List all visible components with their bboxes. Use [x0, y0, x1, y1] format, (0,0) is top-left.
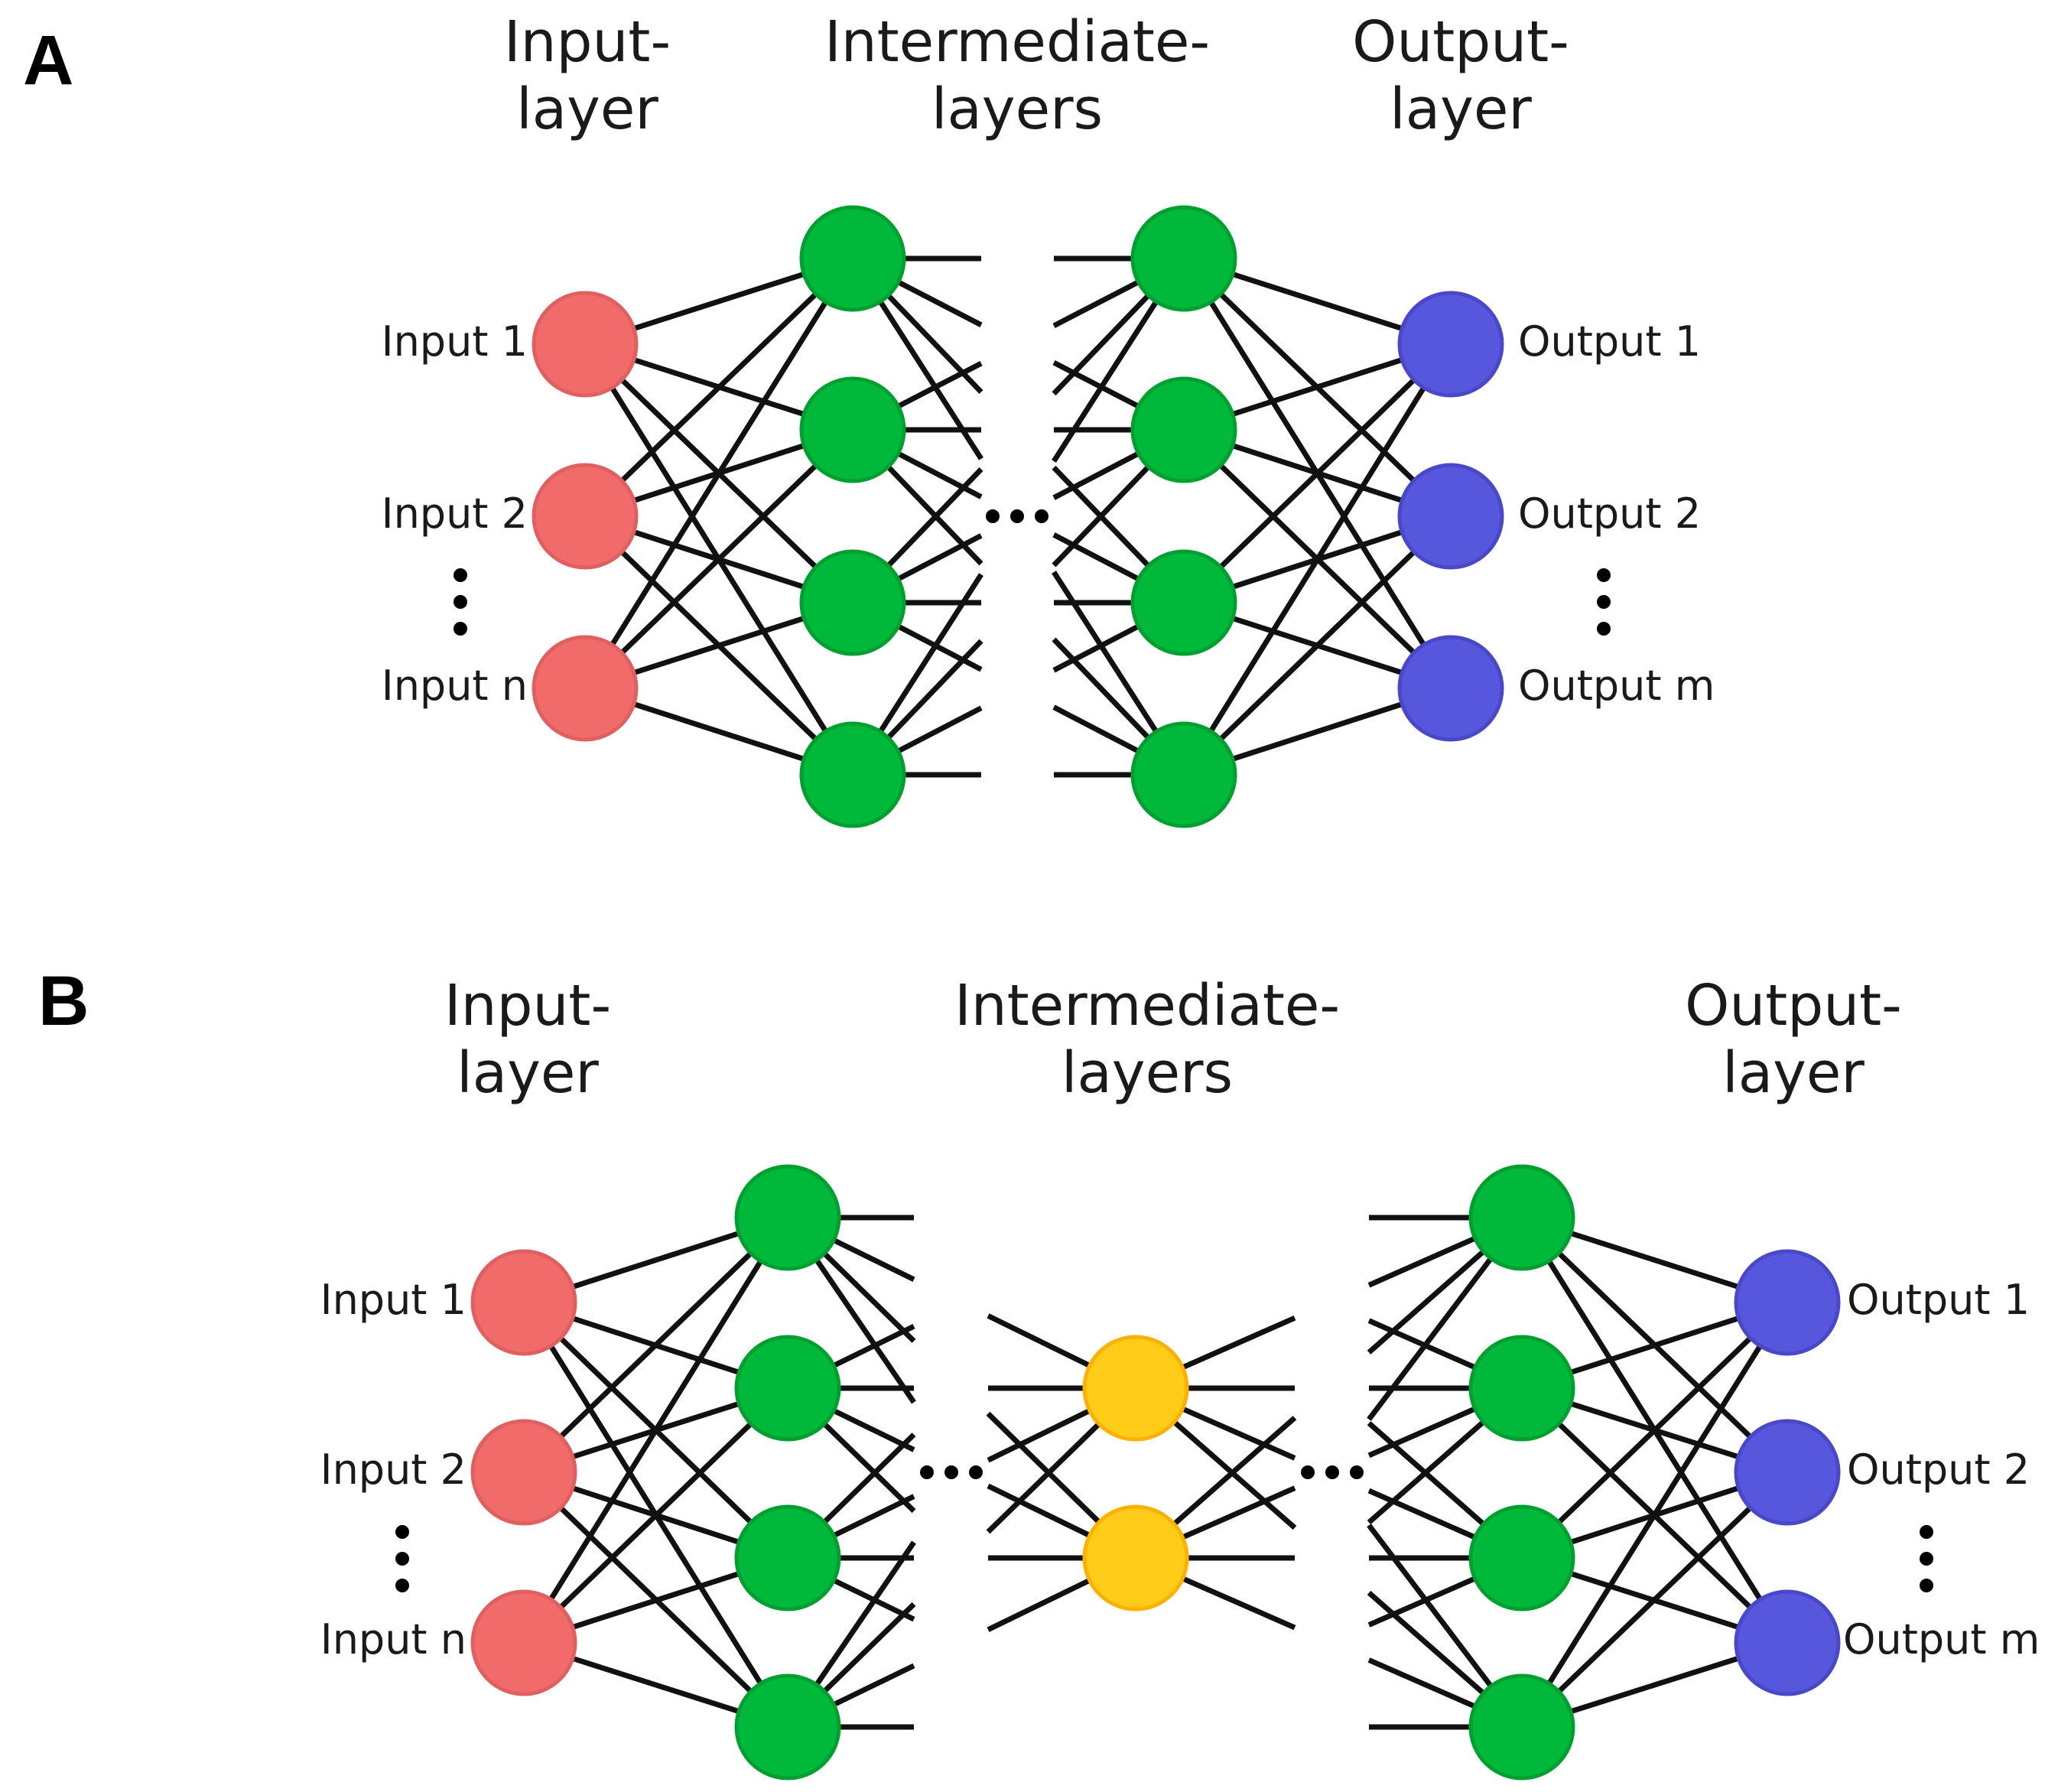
- panel-b-hidden2-node-1: [1468, 1164, 1575, 1271]
- panel-a-hidden2-output-edge-4-2: [1182, 514, 1453, 777]
- panel-b-hidden1-node-3: [734, 1504, 841, 1611]
- panel-b-ellipsis-input-dot-1: [395, 1525, 409, 1539]
- panel-b-bottleneck-node-1: [1082, 1335, 1189, 1442]
- panel-a-ellipsis-output-dot-3: [1597, 622, 1611, 636]
- panel-b-input-hidden1-edge-3-2: [522, 1386, 790, 1645]
- panel-a-input-node-3: [532, 635, 639, 742]
- panel-b-output-node-2: [1734, 1419, 1841, 1526]
- panel-b-bottleneck-node-2: [1082, 1504, 1189, 1611]
- panel-a-intermediate-layers-title-line1: Intermediate-: [824, 9, 1210, 75]
- panel-b-connections: [522, 1215, 1790, 1730]
- panel-a-output-node-1: [1397, 291, 1504, 398]
- panel-b-output-node-1: [1734, 1249, 1841, 1356]
- panel-letter-b: B: [38, 962, 89, 1040]
- panel-b-hidden1-node-1: [734, 1164, 841, 1271]
- panel-b-output-node-3: [1734, 1589, 1841, 1696]
- panel-a-input-n-label: Input n: [382, 662, 528, 710]
- panel-a-hidden1-node-3: [799, 549, 906, 656]
- panel-a-ellipsis-output-dot-2: [1597, 595, 1611, 609]
- panel-a-ellipsis-input-dot-2: [454, 595, 467, 609]
- panel-b-hidden2-output-edge-4-2: [1520, 1470, 1790, 1729]
- panel-b-ellipsis-dots: [395, 1465, 1933, 1592]
- panel-a-hidden2-node-3: [1130, 549, 1237, 656]
- panel-b-nodes: [470, 1164, 1841, 1781]
- panel-a-ellipsis-input-dot-3: [454, 622, 467, 636]
- panel-a-output-1-label: Output 1: [1518, 317, 1701, 366]
- panel-a-hidden1-node-1: [799, 205, 906, 312]
- panel-a-ellipsis-input-dot-1: [454, 568, 467, 582]
- panel-b-output-layer-title-line1: Output-: [1685, 973, 1902, 1039]
- panel-a-hidden2-output-edge-4-1: [1182, 343, 1453, 776]
- panel-a-hidden1-node-2: [799, 376, 906, 483]
- panel-b-output-1-label: Output 1: [1847, 1276, 2030, 1324]
- panel-b-hidden2-output-edge-3-1: [1520, 1300, 1790, 1560]
- panel-b-ellipsis-right-dot-3: [1350, 1465, 1364, 1479]
- panel-a-hidden1-node-4: [799, 721, 906, 828]
- panel-b-intermediate-layers-title-line2: layers: [1062, 1040, 1233, 1106]
- panel-a-input-1-label: Input 1: [382, 317, 528, 366]
- panel-b-input-layer-title-line1: Input-: [444, 973, 611, 1039]
- panel-b-output-2-label: Output 2: [1847, 1446, 2030, 1494]
- panel-b-input-hidden1-edge-2-1: [522, 1215, 790, 1475]
- panel-a-ellipsis-horizontal-dot-3: [1035, 509, 1049, 523]
- panel-b-hidden2-node-3: [1468, 1504, 1575, 1611]
- panel-b-ellipsis-output-dot-2: [1920, 1552, 1933, 1566]
- panel-a-nodes: [532, 205, 1504, 828]
- panel-a-ellipsis-output-dot-1: [1597, 568, 1611, 582]
- panel-b-hidden1-node-4: [734, 1673, 841, 1781]
- panel-a-hidden2-node-2: [1130, 376, 1237, 483]
- panel-b-intermediate-layers-title-line1: Intermediate-: [954, 973, 1340, 1039]
- panel-b-ellipsis-right-dot-2: [1325, 1465, 1339, 1479]
- panel-b-input-hidden1-edge-3-1: [522, 1216, 790, 1644]
- panel-b-output-m-label: Output m: [1843, 1615, 2040, 1664]
- panel-a-input-hidden1-edge-3-2: [583, 428, 855, 691]
- panel-b-input-layer-title-line2: layer: [457, 1040, 599, 1106]
- panel-b-ellipsis-right-dot-1: [1301, 1465, 1315, 1479]
- panel-b-ellipsis-left-dot-3: [969, 1465, 983, 1479]
- panel-a-output-layer-title-line1: Output-: [1352, 9, 1569, 75]
- panel-b-output-layer-title-line2: layer: [1722, 1040, 1865, 1106]
- panel-b: B Input- layer Intermediate- layers Outp…: [38, 962, 2040, 1781]
- panel-a-input-hidden1-edge-3-1: [583, 257, 855, 690]
- panel-b-ellipsis-output-dot-3: [1920, 1579, 1933, 1592]
- panel-a-hidden2-output-edge-3-1: [1182, 342, 1453, 605]
- panel-b-input-1-label: Input 1: [320, 1276, 467, 1324]
- panel-b-ellipsis-left-dot-1: [920, 1465, 934, 1479]
- panel-a-ellipsis-horizontal-dot-2: [1010, 509, 1024, 523]
- panel-b-hidden1-node-2: [734, 1335, 841, 1442]
- panel-a-output-layer-title-line2: layer: [1390, 76, 1532, 142]
- panel-a: A Input- layer Intermediate- layers Outp…: [23, 9, 1715, 828]
- panel-b-input-2-label: Input 2: [320, 1446, 467, 1494]
- panel-b-input-node-3: [470, 1589, 577, 1696]
- panel-a-ellipsis-horizontal-dot-1: [986, 509, 1000, 523]
- panel-b-hidden2-output-edge-4-1: [1520, 1301, 1790, 1729]
- panel-a-intermediate-layers-title-line2: layers: [931, 76, 1103, 142]
- panel-b-input-node-2: [470, 1419, 577, 1526]
- panel-letter-a: A: [23, 21, 73, 99]
- panel-a-hidden2-node-4: [1130, 721, 1237, 828]
- panel-a-input-layer-title-line1: Input-: [504, 9, 671, 75]
- panel-a-input-2-label: Input 2: [382, 489, 528, 538]
- panel-a-input-node-2: [532, 463, 639, 570]
- panel-b-hidden2-node-4: [1468, 1673, 1575, 1781]
- panel-b-ellipsis-input-dot-3: [395, 1579, 409, 1592]
- panel-b-ellipsis-output-dot-1: [1920, 1525, 1933, 1539]
- panel-a-input-hidden1-edge-2-1: [583, 256, 855, 519]
- panel-b-ellipsis-left-dot-2: [944, 1465, 958, 1479]
- panel-a-output-2-label: Output 2: [1518, 489, 1701, 538]
- panel-a-input-layer-title-line2: layer: [516, 76, 658, 142]
- panel-b-hidden2-node-2: [1468, 1335, 1575, 1442]
- panel-a-output-node-3: [1397, 635, 1504, 742]
- panel-a-output-node-2: [1397, 463, 1504, 570]
- panel-b-input-node-1: [470, 1249, 577, 1356]
- panel-b-input-n-label: Input n: [320, 1615, 467, 1664]
- panel-a-output-m-label: Output m: [1518, 662, 1715, 710]
- panel-a-hidden2-node-1: [1130, 205, 1237, 312]
- panel-a-ellipsis-dots: [454, 509, 1611, 636]
- panel-b-ellipsis-input-dot-2: [395, 1552, 409, 1566]
- panel-a-input-node-1: [532, 291, 639, 398]
